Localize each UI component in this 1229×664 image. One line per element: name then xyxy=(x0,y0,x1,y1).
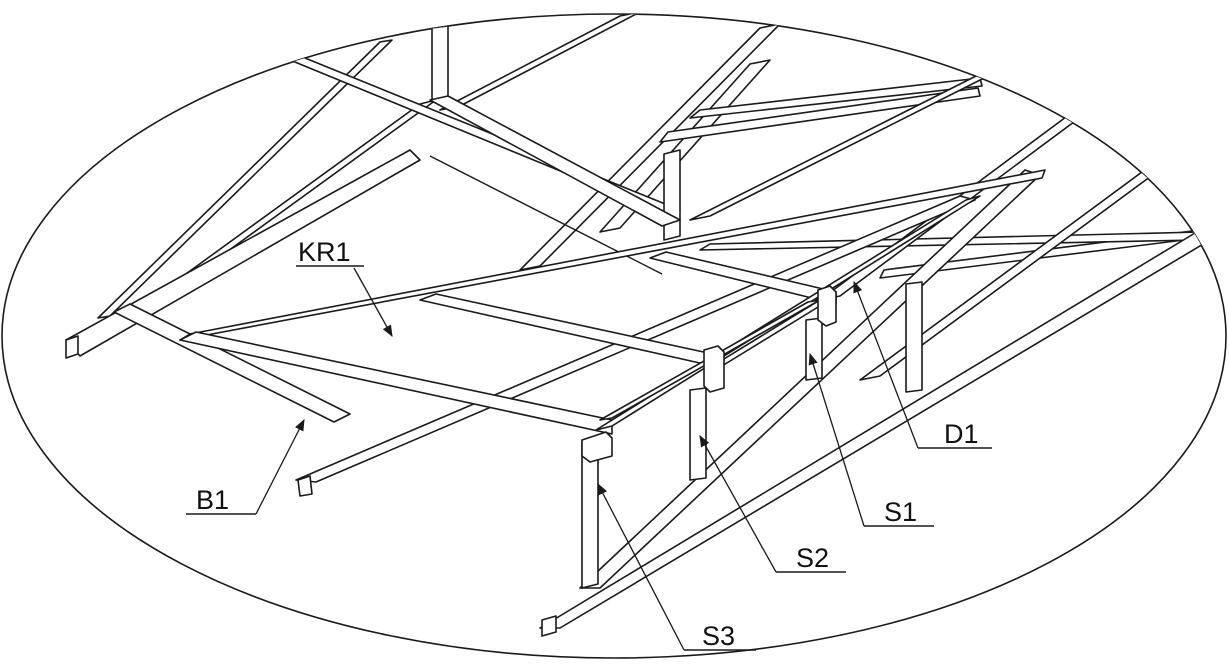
back-panel xyxy=(429,95,681,227)
background-structure xyxy=(65,14,1211,629)
label-s3: S3 xyxy=(702,621,735,651)
leader-kr1 xyxy=(353,267,393,338)
foot-middle xyxy=(297,475,313,497)
post-s2 xyxy=(689,387,707,481)
foot-left xyxy=(65,335,79,359)
cap-front xyxy=(581,431,613,463)
main-assembly xyxy=(65,169,1046,637)
leader-s3 xyxy=(597,482,685,651)
leader-lines xyxy=(186,265,992,651)
leader-d1 xyxy=(853,280,919,449)
far-post-1 xyxy=(431,25,449,103)
far-chord-2 xyxy=(659,87,981,143)
cap-middle xyxy=(703,345,725,393)
label-b1: B1 xyxy=(196,485,229,515)
post-s1 xyxy=(805,317,823,381)
leader-b1 xyxy=(255,418,305,515)
foot-front xyxy=(541,615,557,637)
far-post-2 xyxy=(663,149,681,241)
far-post-3 xyxy=(905,281,923,393)
far-rafter-5 xyxy=(599,59,771,233)
beam-b1 xyxy=(113,303,351,423)
callout-labels: KR1 B1 D1 S1 S2 S3 xyxy=(196,237,979,651)
far-rafter-1 xyxy=(97,39,393,319)
leader-s2 xyxy=(699,434,777,573)
label-kr1: KR1 xyxy=(298,237,351,267)
label-s2: S2 xyxy=(796,543,829,573)
label-s1: S1 xyxy=(884,497,917,527)
cap-rear xyxy=(817,285,837,327)
leader-s1 xyxy=(808,352,865,527)
label-d1: D1 xyxy=(944,419,979,449)
